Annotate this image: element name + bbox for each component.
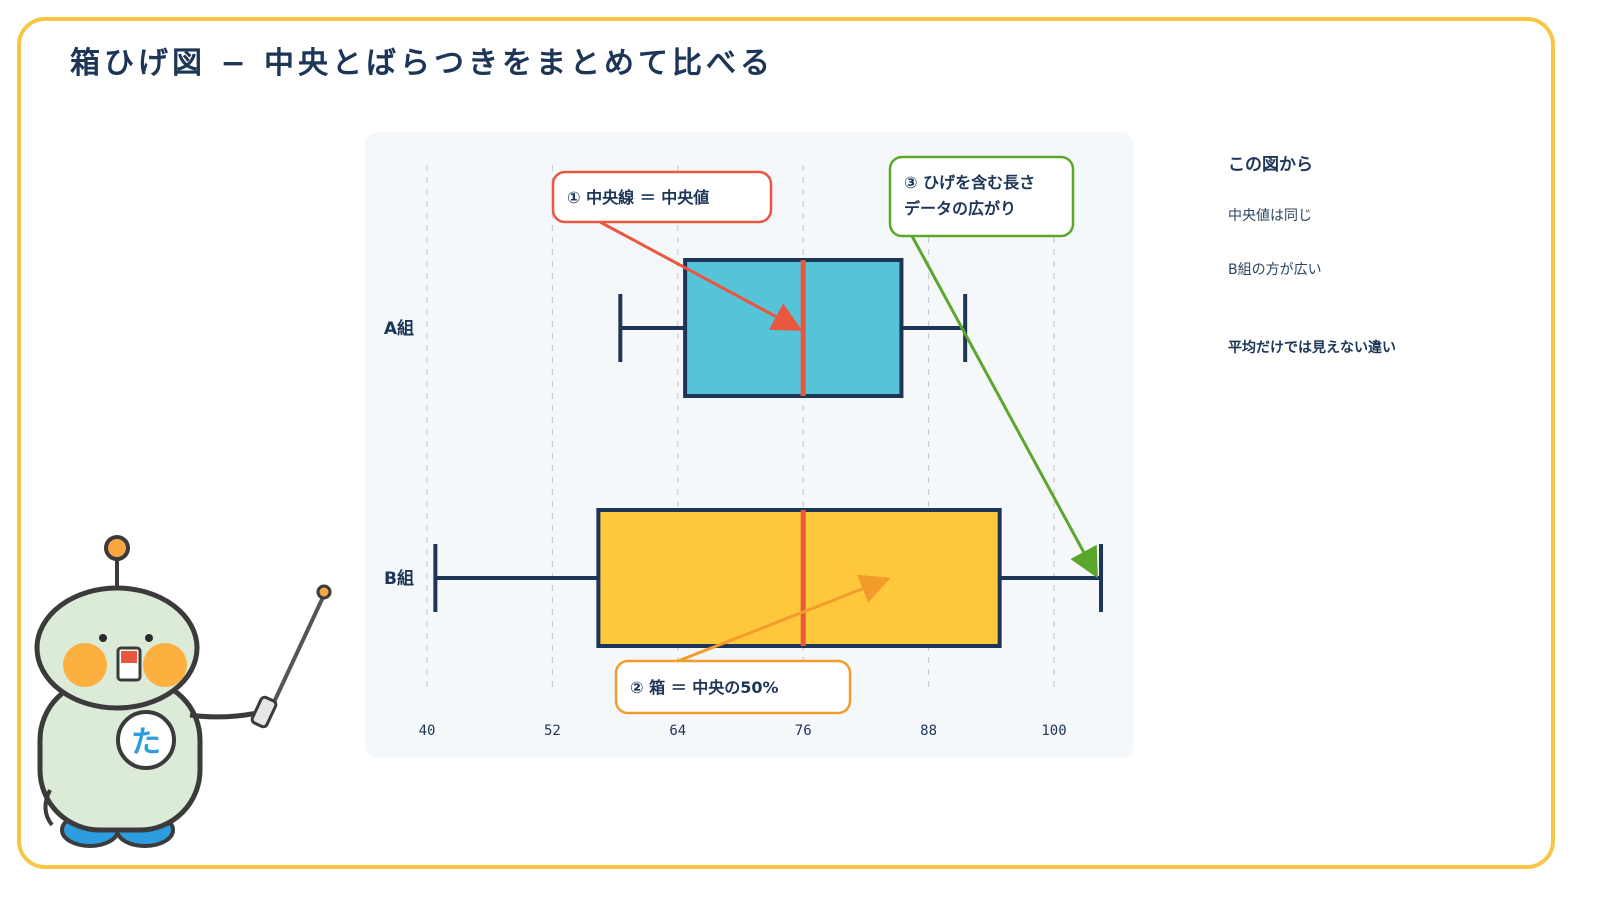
- x-tick-label: 52: [544, 723, 561, 739]
- badge-label: た: [131, 725, 161, 760]
- arrow-median: [599, 220, 803, 331]
- category-label: A組: [384, 318, 414, 339]
- x-tick-label: 76: [795, 723, 812, 739]
- arrow-whisker: [910, 235, 1098, 579]
- callout-text: データの広がり: [904, 199, 1016, 218]
- sidebar-note-spread: B組の方が広い: [1228, 262, 1322, 278]
- callout-text: ① 中央線 ＝ 中央値: [567, 188, 709, 207]
- robot-left-arm: [43, 789, 54, 827]
- box-b: B組: [384, 508, 1104, 648]
- x-tick-label: 88: [920, 723, 937, 739]
- sidebar-note-median: 中央値は同じ: [1228, 208, 1312, 224]
- left-cheek: [63, 643, 107, 687]
- iqr-box: [683, 258, 904, 398]
- sidebar-note-conclusion: 平均だけでは見えない違い: [1228, 340, 1396, 356]
- left-eye: [99, 634, 107, 642]
- robot-hand: [250, 695, 278, 729]
- box-a: A組: [384, 258, 968, 398]
- page-title: 箱ひげ図 − 中央とばらつきをまとめて比べる: [70, 46, 775, 81]
- x-axis-ticks: 40 52 64 76 88 100: [419, 723, 1067, 739]
- right-cheek: [143, 643, 187, 687]
- x-tick-label: 40: [419, 723, 436, 739]
- callout-box: [888, 155, 1075, 238]
- arrow-box: [677, 574, 891, 663]
- iqr-box: [596, 508, 1002, 648]
- annotation-arrows: [599, 220, 1098, 663]
- sidebar-heading: この図から: [1228, 155, 1313, 175]
- robot-arm: [189, 709, 263, 720]
- right-eye: [145, 634, 153, 642]
- callout-box: [614, 659, 852, 715]
- robot-mascot-illustration: た: [34, 535, 332, 848]
- x-tick-label: 64: [669, 723, 686, 739]
- box-series: A組 B組: [384, 258, 1104, 648]
- x-tick-label: 100: [1041, 723, 1066, 739]
- robot-tongue: [121, 651, 137, 663]
- badge-icon: [116, 710, 176, 770]
- callout-text: ③ ひげを含む長さ: [904, 173, 1035, 192]
- grid-lines: [426, 165, 1055, 693]
- pointer-stick: [266, 594, 326, 716]
- callout-median: ① 中央線 ＝ 中央値: [551, 170, 773, 224]
- callout-box: ② 箱 ＝ 中央の50%: [614, 659, 852, 715]
- pointer-tip-icon: [316, 584, 332, 600]
- callout-text: ② 箱 ＝ 中央の50%: [630, 678, 779, 697]
- category-label: B組: [384, 568, 414, 589]
- callout-box: [551, 170, 773, 224]
- antenna-ball-icon: [104, 535, 130, 561]
